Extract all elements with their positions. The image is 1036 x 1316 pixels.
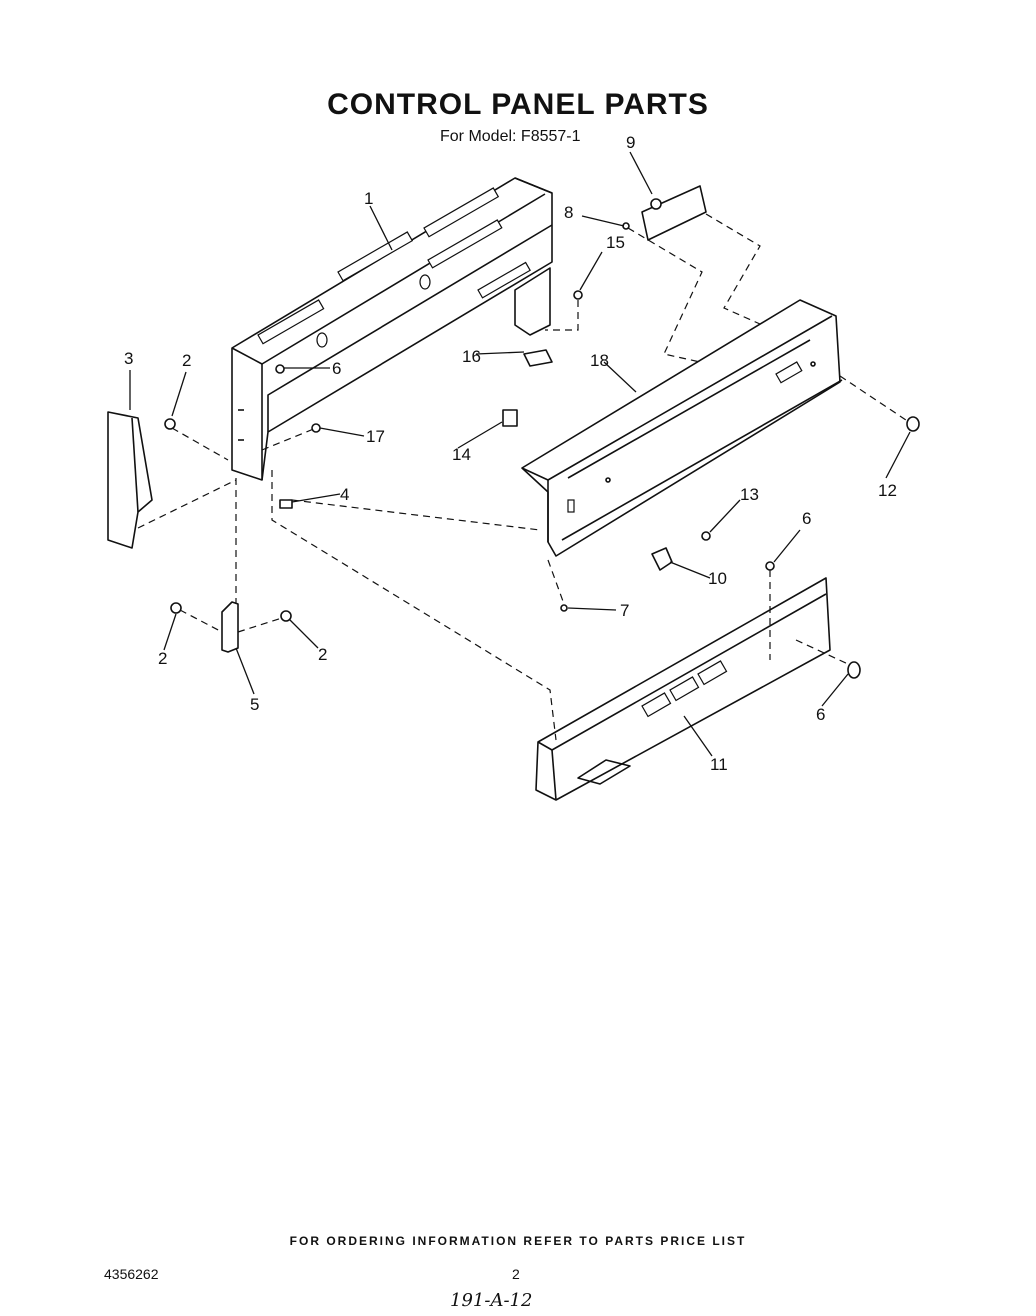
part-18-control-panel (521, 299, 843, 557)
callout-7: 7 (620, 601, 629, 620)
part-1-rear-bracket (231, 177, 553, 481)
callout-4: 4 (340, 485, 349, 504)
callout-12: 12 (878, 481, 897, 500)
screw-2a (164, 418, 176, 430)
callout-2b: 2 (158, 649, 167, 668)
screw-15 (573, 290, 583, 300)
model-subtitle: For Model: F8557-1 (440, 128, 581, 145)
callout-1: 1 (364, 189, 373, 208)
part-14 (502, 409, 518, 427)
callout-14: 14 (452, 445, 471, 464)
callout-2c: 2 (318, 645, 327, 664)
callout-11: 11 (710, 755, 728, 774)
small-hardware (164, 222, 920, 679)
callout-6c: 6 (816, 705, 825, 724)
screw-6a (275, 364, 285, 374)
screw-6c (847, 661, 861, 679)
part-16 (523, 349, 553, 367)
callout-8: 8 (564, 203, 573, 222)
screw-2c (280, 610, 292, 622)
callout-labels: 1 2 2 2 3 4 5 6 6 6 7 8 9 10 11 12 13 14… (124, 133, 897, 774)
clip-4 (279, 499, 293, 509)
screw-13 (701, 531, 711, 541)
page-title: CONTROL PANEL PARTS (327, 88, 709, 121)
clip-17 (311, 423, 321, 433)
callout-13: 13 (740, 485, 759, 504)
callout-9: 9 (626, 133, 635, 152)
callout-17: 17 (366, 427, 385, 446)
part-11-lower-trim (535, 577, 831, 801)
callout-6a: 6 (332, 359, 341, 378)
part-5-small-bracket (221, 601, 239, 653)
handwritten-note: 191-A-12 (450, 1290, 533, 1311)
screw-2b (170, 602, 182, 614)
knob-12 (906, 416, 920, 432)
part-9-switch (641, 185, 707, 241)
callout-15: 15 (606, 233, 625, 252)
knob-10 (651, 547, 673, 571)
callout-3: 3 (124, 349, 133, 368)
callout-10: 10 (708, 569, 727, 588)
page-number: 2 (512, 1266, 520, 1282)
callout-2a: 2 (182, 351, 191, 370)
screw-6b (765, 561, 775, 571)
part-3-end-cap (107, 411, 153, 549)
screw-7 (560, 604, 568, 612)
document-number: 4356262 (104, 1266, 159, 1282)
callout-16: 16 (462, 347, 481, 366)
callout-5: 5 (250, 695, 259, 714)
ordering-note: FOR ORDERING INFORMATION REFER TO PARTS … (289, 1234, 747, 1248)
callout-6b: 6 (802, 509, 811, 528)
leader-lines (129, 151, 911, 757)
assembly-lines (137, 213, 907, 741)
callout-18: 18 (590, 351, 609, 370)
